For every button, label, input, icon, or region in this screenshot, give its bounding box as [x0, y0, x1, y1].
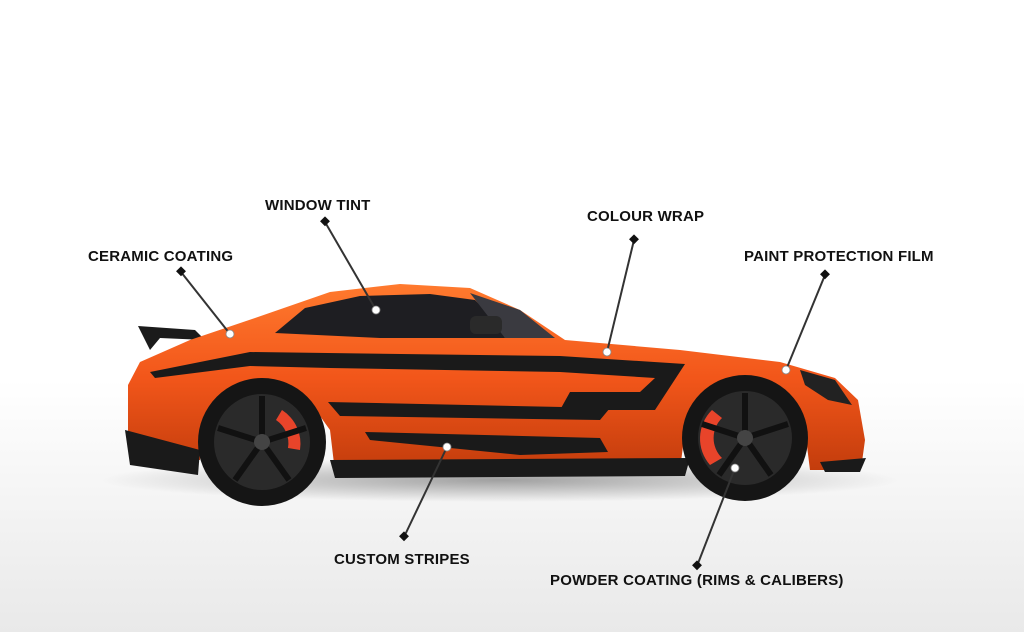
point-marker [781, 365, 791, 375]
front-splitter [820, 458, 866, 472]
leader-colour-wrap [606, 239, 635, 353]
label-custom-stripes: CUSTOM STRIPES [334, 551, 470, 568]
label-powder-coating: POWDER COATING (RIMS & CALIBERS) [550, 572, 844, 589]
leader-paint-protection-film [785, 274, 826, 371]
point-marker [442, 442, 452, 452]
side-window [275, 294, 505, 338]
point-marker [602, 347, 612, 357]
lower-stripe [365, 432, 608, 455]
point-marker [730, 463, 740, 473]
diamond-marker [399, 531, 409, 542]
upper-stripe [150, 352, 685, 410]
diamond-marker [629, 234, 639, 245]
windshield [470, 293, 555, 338]
point-marker [371, 305, 381, 315]
rear-diffuser [125, 430, 200, 475]
point-marker [225, 329, 235, 339]
label-colour-wrap: COLOUR WRAP [587, 208, 705, 225]
side-mirror [470, 316, 502, 334]
leader-powder-coating [696, 467, 736, 567]
side-stripe [328, 402, 610, 420]
label-paint-protection-film: PAINT PROTECTION FILM [744, 248, 934, 265]
front-wheel [682, 375, 808, 501]
leader-custom-stripes [403, 446, 448, 538]
diamond-marker [176, 266, 186, 277]
diamond-marker [320, 216, 330, 227]
diamond-marker [820, 269, 830, 280]
side-skirt [330, 458, 690, 478]
diamond-marker [692, 560, 702, 571]
rear-wheel [198, 378, 326, 506]
leader-window-tint [324, 221, 377, 311]
rear-spoiler [138, 326, 205, 350]
label-window-tint: WINDOW TINT [265, 197, 371, 214]
label-ceramic-coating: CERAMIC COATING [88, 248, 234, 265]
headlight [800, 370, 852, 405]
leader-ceramic-coating [180, 271, 231, 335]
